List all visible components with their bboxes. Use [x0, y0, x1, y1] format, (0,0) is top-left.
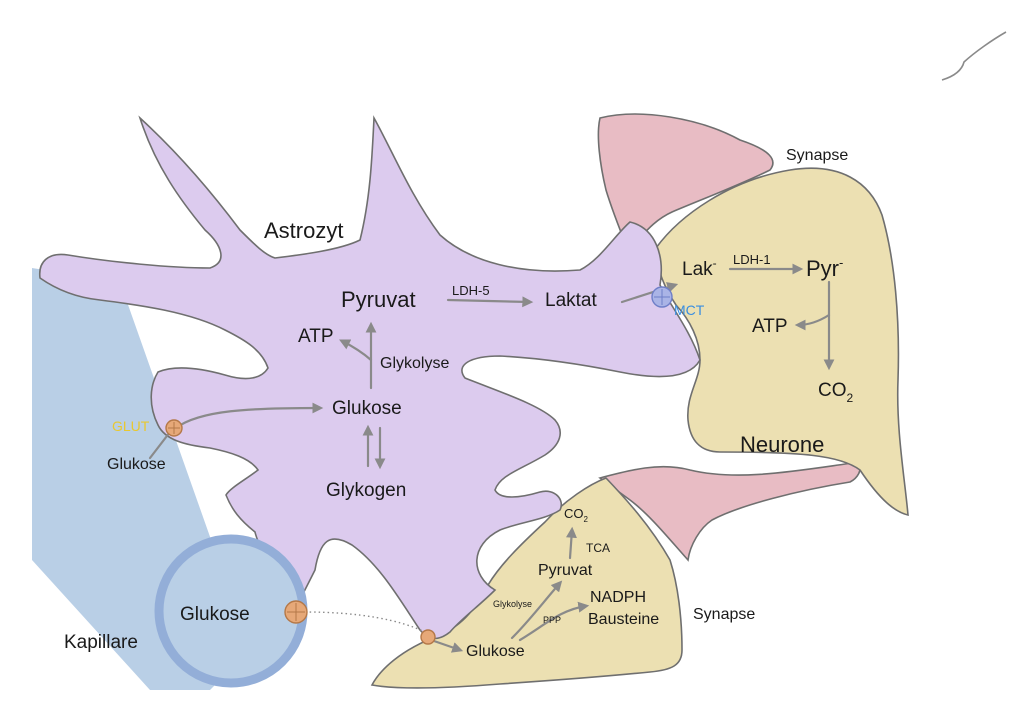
arrow-glukose-to-pyruvat-syn	[510, 580, 563, 640]
label-glykogen: Glykogen	[326, 480, 406, 501]
label-pyr-sup: -	[839, 255, 843, 270]
label-co2-neuron-text: CO	[818, 380, 847, 401]
arrow-pyruvat-to-co2-syn	[565, 526, 577, 560]
label-tca: TCA	[586, 541, 610, 555]
label-synapse-bottom: Synapse	[693, 606, 755, 623]
label-atp-astro: ATP	[298, 326, 334, 347]
label-ldh1: LDH-1	[733, 252, 771, 267]
synapse-bottom-shape	[598, 461, 862, 562]
label-co2-syn-sub: 2	[584, 515, 589, 524]
label-mct: MCT	[674, 302, 705, 318]
mct-transporter-cross	[654, 289, 670, 305]
arrow-pyruvat-to-laktat	[446, 296, 534, 308]
arrow-glut-to-glukose	[174, 402, 324, 430]
label-glukose-capillary: Glukose	[180, 604, 250, 625]
arrow-pyr-to-atp	[794, 313, 831, 331]
label-ldh5: LDH-5	[452, 283, 490, 298]
label-ppp: PPP	[543, 615, 561, 625]
synapse-top-shape	[597, 113, 774, 252]
label-glut: GLUT	[112, 418, 150, 434]
arrow-transporter-to-glukose-syn	[432, 639, 464, 653]
label-co2-neuron: CO2	[818, 380, 854, 405]
label-lak-text: Lak	[682, 259, 713, 280]
label-kapillare: Kapillare	[64, 632, 138, 653]
label-glukose-astro: Glukose	[332, 398, 402, 419]
label-astrozyt: Astrozyt	[264, 218, 343, 243]
arrow-glykolyse-to-atp	[339, 339, 373, 362]
arrow-glukose-blood-to-glut	[148, 430, 172, 460]
label-co2-syn: CO2	[564, 506, 589, 524]
label-neurone: Neurone	[740, 432, 824, 457]
capillary-transporter-cross	[287, 603, 305, 621]
label-lak-sup: -	[713, 256, 717, 270]
label-bausteine: Bausteine	[588, 611, 659, 628]
label-glykolyse-syn: Glykolyse	[493, 599, 532, 609]
label-co2-neuron-sub: 2	[847, 391, 854, 405]
synapse-transporter	[420, 629, 436, 645]
label-pyruvat-syn: Pyruvat	[538, 562, 593, 579]
label-synapse-top: Synapse	[786, 147, 848, 164]
label-co2-syn-text: CO	[564, 506, 584, 521]
arrow-capillary-to-synapse	[304, 611, 426, 633]
label-lak: Lak-	[682, 256, 717, 280]
label-glykolyse-astro: Glykolyse	[380, 355, 449, 372]
label-pyr-text: Pyr	[806, 256, 839, 281]
label-pyruvat: Pyruvat	[341, 287, 416, 312]
label-nadph: NADPH	[590, 589, 646, 606]
sketch-stroke	[941, 31, 1007, 81]
glut-transporter-cross	[168, 422, 180, 434]
label-atp-neuron: ATP	[752, 316, 788, 337]
label-glukose-blood: Glukose	[107, 456, 166, 473]
label-laktat: Laktat	[545, 290, 597, 311]
neuron-shape	[655, 167, 909, 517]
label-pyr: Pyr-	[806, 255, 843, 281]
label-glukose-syn: Glukose	[466, 643, 525, 660]
arrow-glukose-to-nadph	[518, 601, 590, 642]
